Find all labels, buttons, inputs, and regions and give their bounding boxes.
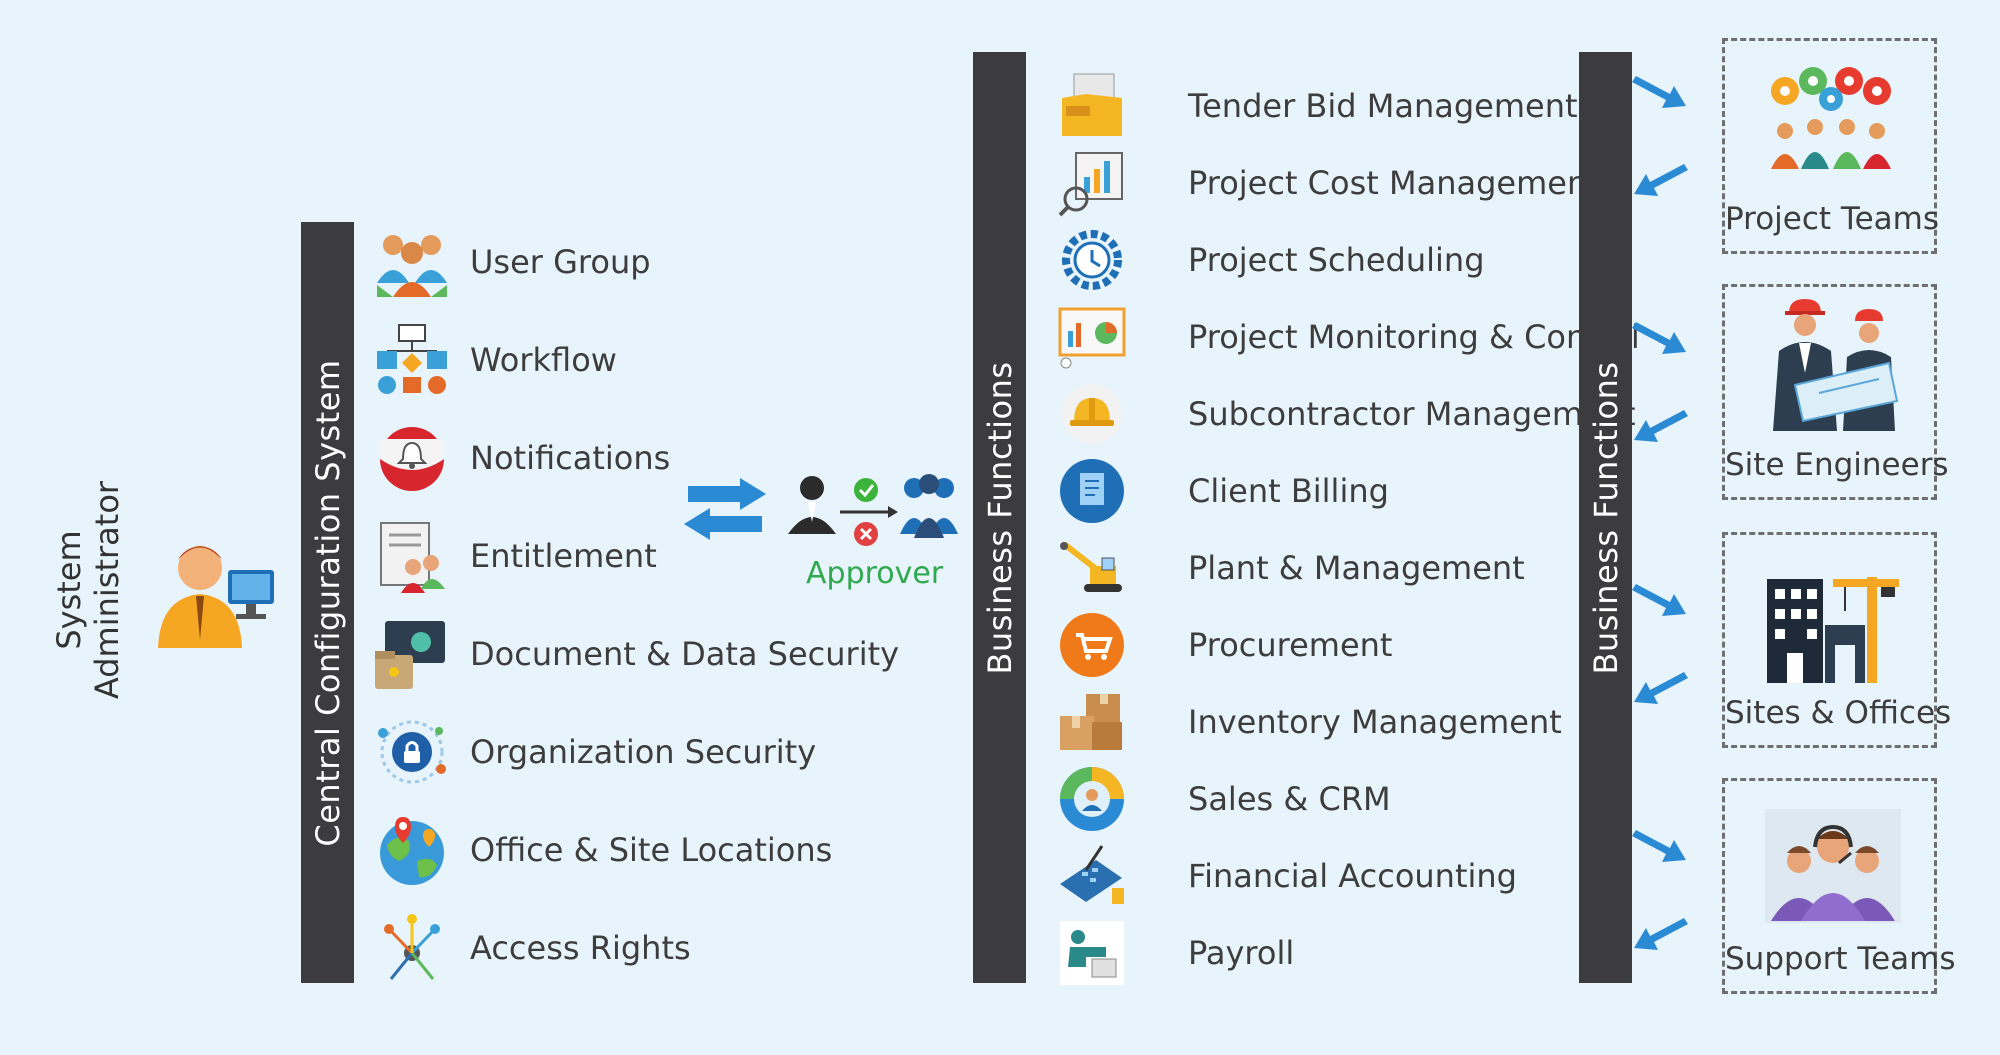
team-box-project-teams: Project Teams: [1722, 38, 1940, 254]
business-functions-bar-left: Business Functions: [973, 52, 1026, 983]
team-box-site-engineers: Site Engineers: [1722, 284, 1949, 500]
globe-location-icon: [372, 810, 452, 890]
tender-folder-icon: [1052, 66, 1132, 146]
config-item-label: Entitlement: [470, 537, 657, 575]
crane-vehicle-icon: [1052, 528, 1132, 608]
config-item-label: Workflow: [470, 341, 617, 379]
config-item-label: Document & Data Security: [470, 635, 900, 673]
team-label: Project Teams: [1725, 201, 1940, 237]
bidirectional-arrows-support-teams: [1632, 818, 1692, 958]
payroll-icon: [1052, 913, 1132, 993]
bidirectional-arrows-project-teams: [1632, 64, 1692, 204]
document-security-icon: [372, 614, 452, 694]
business-item-project-cost: Project Cost Management: [1052, 143, 1600, 223]
bidirectional-arrows-sites-offices: [1632, 572, 1692, 712]
business-item-label: Procurement: [1188, 626, 1393, 664]
business-item-label: Sales & CRM: [1188, 780, 1391, 818]
central-configuration-bar: Central Configuration System: [301, 222, 354, 983]
notifications-icon: [372, 418, 452, 498]
workflow-icon: [372, 320, 452, 400]
business-item-label: Project Scheduling: [1188, 241, 1485, 279]
config-item-organization-security: Organization Security: [372, 712, 816, 792]
config-item-access-rights: Access Rights: [372, 908, 691, 988]
business-item-label: Client Billing: [1188, 472, 1389, 510]
business-item-inventory: Inventory Management: [1052, 682, 1562, 762]
exchange-arrows-icon: [680, 478, 770, 548]
config-item-label: Organization Security: [470, 733, 817, 771]
business-item-label: Plant & Management: [1188, 549, 1525, 587]
billing-document-icon: [1052, 451, 1132, 531]
business-item-label: Payroll: [1188, 934, 1295, 972]
business-item-label: Project Monitoring & Control: [1188, 318, 1640, 356]
business-item-label: Tender Bid Management: [1188, 87, 1578, 125]
business-functions-bar-right: Business Functions: [1579, 52, 1632, 983]
user-group-icon: [372, 222, 452, 302]
business-item-plant-management: Plant & Management: [1052, 528, 1525, 608]
config-item-notifications: Notifications: [372, 418, 670, 498]
config-item-office-site-locations: Office & Site Locations: [372, 810, 832, 890]
team-box-support-teams: Support Teams: [1722, 778, 1956, 994]
config-item-label: User Group: [470, 243, 651, 281]
business-item-label: Inventory Management: [1188, 703, 1562, 741]
team-box-sites-offices: Sites & Offices: [1722, 532, 1952, 748]
access-rights-icon: [372, 908, 452, 988]
inventory-boxes-icon: [1052, 682, 1132, 762]
entitlement-icon: [372, 516, 452, 596]
site-engineers-icon: [1759, 293, 1905, 433]
cost-analysis-icon: [1052, 143, 1132, 223]
business-item-label: Project Cost Management: [1188, 164, 1600, 202]
team-label: Site Engineers: [1725, 447, 1949, 483]
business-item-project-monitoring: Project Monitoring & Control: [1052, 297, 1640, 377]
config-item-document-security: Document & Data Security: [372, 614, 899, 694]
organization-security-icon: [372, 712, 452, 792]
business-item-procurement: Procurement: [1052, 605, 1392, 685]
approver-label: Approver: [806, 556, 944, 591]
hard-hat-icon: [1052, 374, 1132, 454]
business-functions-label: Business Functions: [980, 360, 1019, 675]
administrator-icon: [150, 530, 280, 650]
system-administrator-label: System Administrator: [50, 480, 126, 700]
business-item-payroll: Payroll: [1052, 913, 1294, 993]
building-crane-icon: [1763, 575, 1903, 685]
business-item-tender-bid: Tender Bid Management: [1052, 66, 1578, 146]
business-item-label: Subcontractor Management: [1188, 395, 1636, 433]
sales-crm-icon: [1052, 759, 1132, 839]
central-configuration-label: Central Configuration System: [308, 358, 347, 847]
config-item-label: Office & Site Locations: [470, 831, 833, 869]
config-item-label: Access Rights: [470, 929, 691, 967]
team-label: Support Teams: [1725, 941, 1956, 977]
team-label: Sites & Offices: [1725, 695, 1952, 731]
business-item-project-scheduling: Project Scheduling: [1052, 220, 1485, 300]
approver-icon: [784, 472, 960, 562]
bidirectional-arrows-site-engineers: [1632, 310, 1692, 450]
calculator-icon: [1052, 836, 1132, 916]
scheduling-gear-clock-icon: [1052, 220, 1132, 300]
business-item-label: Financial Accounting: [1188, 857, 1517, 895]
business-item-client-billing: Client Billing: [1052, 451, 1389, 531]
business-item-financial-accounting: Financial Accounting: [1052, 836, 1517, 916]
support-headset-icon: [1765, 809, 1901, 923]
shopping-cart-icon: [1052, 605, 1132, 685]
monitoring-dashboard-icon: [1052, 297, 1132, 377]
config-item-entitlement: Entitlement: [372, 516, 657, 596]
config-item-workflow: Workflow: [372, 320, 617, 400]
config-item-user-group: User Group: [372, 222, 651, 302]
business-functions-label: Business Functions: [1586, 360, 1625, 675]
config-item-label: Notifications: [470, 439, 671, 477]
business-item-sales-crm: Sales & CRM: [1052, 759, 1391, 839]
business-item-subcontractor: Subcontractor Management: [1052, 374, 1636, 454]
project-teams-icon: [1763, 65, 1899, 173]
